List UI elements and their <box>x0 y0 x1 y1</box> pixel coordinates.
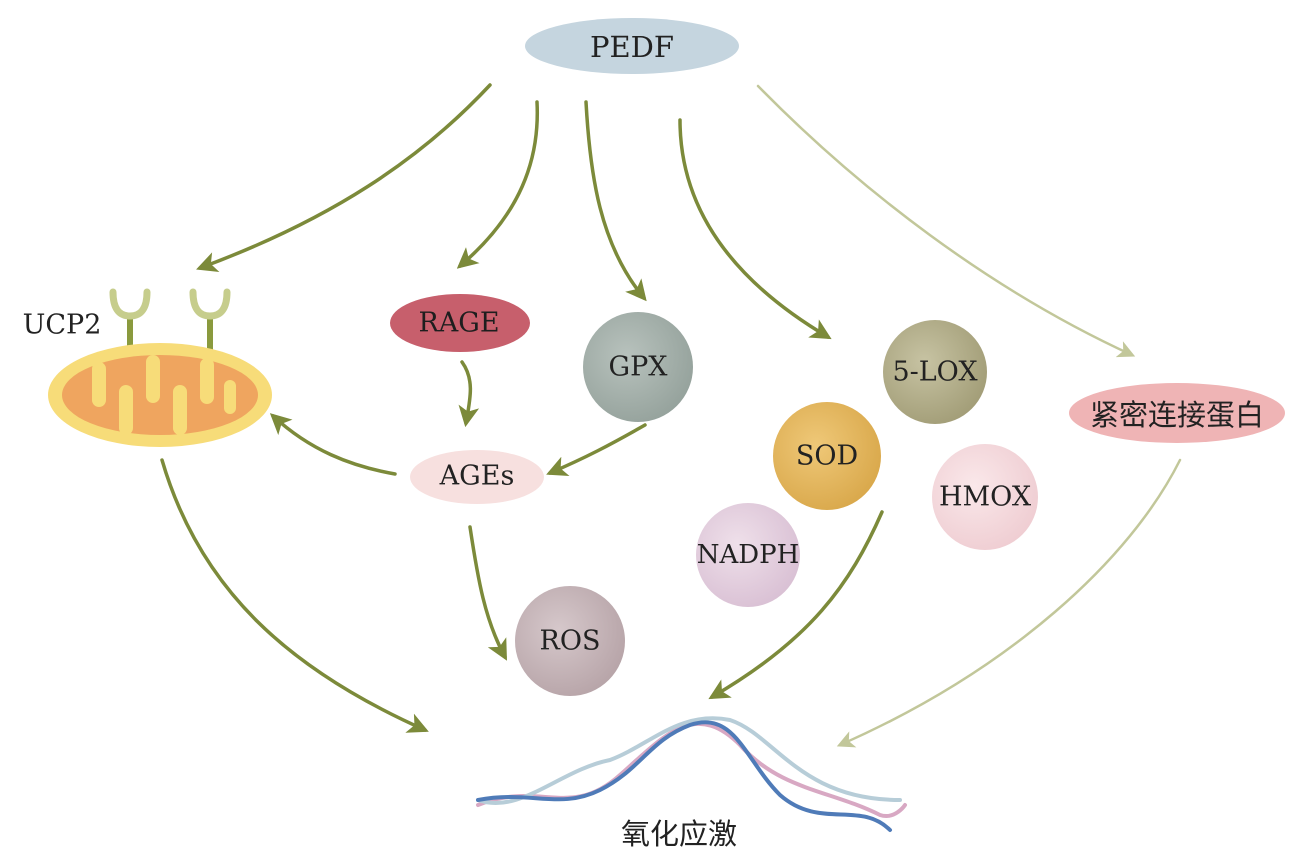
ages-node <box>410 450 544 504</box>
arrow-pedf-to-gpx <box>584 100 647 302</box>
tight-junction-node <box>1069 383 1285 443</box>
nadph-node <box>696 503 800 607</box>
pedf-label: PEDF <box>589 30 675 64</box>
arrow-ages-to-ros <box>468 525 507 661</box>
ages-label: AGEs <box>439 460 515 492</box>
arrow-pedf-to-ucp2 <box>196 83 492 273</box>
pathway-arrows <box>160 360 884 733</box>
ros-node <box>515 586 625 696</box>
arrow-tight-junction-to-oxidative-stress <box>836 458 1182 748</box>
oxidative-stress-label: 氧化应激 <box>620 817 738 851</box>
pedf-node <box>525 18 739 74</box>
rage-node <box>390 294 530 352</box>
ucp2-label: UCP2 <box>22 309 102 341</box>
hmox-label: HMOX <box>938 481 1032 513</box>
lox5-node <box>883 320 987 424</box>
mitochondrion-icon <box>48 288 272 447</box>
arrow-sod-to-oxidative-stress <box>708 510 884 700</box>
pedf-arrows <box>196 83 832 340</box>
arrow-ucp2-to-oxidative-stress <box>160 458 429 733</box>
lox5-label: 5-LOX <box>892 356 978 388</box>
arrow-pedf-to-rage <box>456 100 540 269</box>
arrow-pedf-to-sod <box>678 118 832 340</box>
arrow-pedf-to-tight-junction <box>756 84 1136 358</box>
arrow-rage-to-ages <box>458 360 480 428</box>
gpx-node <box>583 312 693 422</box>
tight-junction-label: 紧密连接蛋白 <box>1089 398 1265 432</box>
gpx-label: GPX <box>608 351 668 383</box>
arrow-gpx-to-ages <box>546 423 647 477</box>
ros-label: ROS <box>539 625 601 657</box>
oxidative-stress-wave-icon <box>476 716 907 832</box>
sod-node <box>773 402 881 510</box>
hmox-node <box>932 444 1038 550</box>
arrow-ages-to-ucp2 <box>269 413 397 476</box>
rage-label: RAGE <box>418 307 500 339</box>
sod-label: SOD <box>795 440 859 472</box>
nadph-label: NADPH <box>696 540 800 570</box>
